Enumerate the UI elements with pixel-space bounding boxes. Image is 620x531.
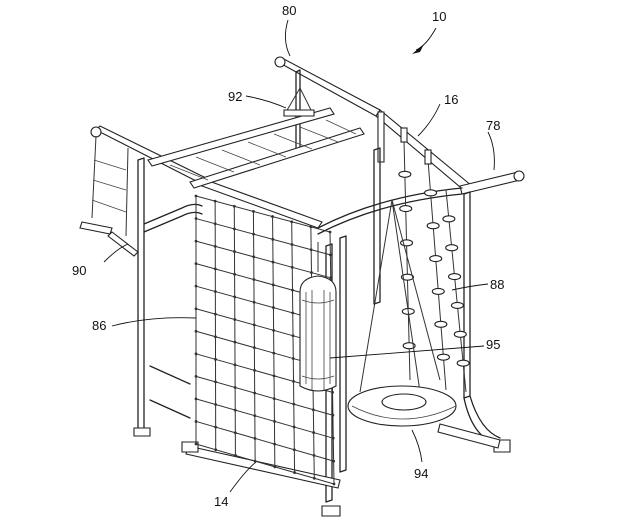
label-95: 95: [486, 337, 500, 352]
reference-labels: 10 80 92 16 78 90 88 86 95 94 14: [72, 3, 504, 509]
leader-lines: [103, 19, 495, 493]
trapeze-bar: [283, 87, 315, 117]
label-80: 80: [282, 3, 296, 18]
label-94: 94: [414, 466, 428, 481]
label-90: 90: [72, 263, 86, 278]
label-88: 88: [490, 277, 504, 292]
label-16: 16: [444, 92, 458, 107]
disc-climbing-ropes: [398, 127, 470, 393]
label-14: 14: [214, 494, 228, 509]
punching-bag: [299, 242, 337, 392]
label-78: 78: [486, 118, 500, 133]
top-frame: [90, 56, 525, 235]
vertical-posts: [133, 147, 511, 517]
nest-swing: [347, 199, 457, 427]
label-10: 10: [432, 9, 446, 24]
arrow-head-icon: [412, 44, 424, 54]
label-92: 92: [228, 89, 242, 104]
rope-ladder: [79, 135, 139, 257]
label-86: 86: [92, 318, 106, 333]
